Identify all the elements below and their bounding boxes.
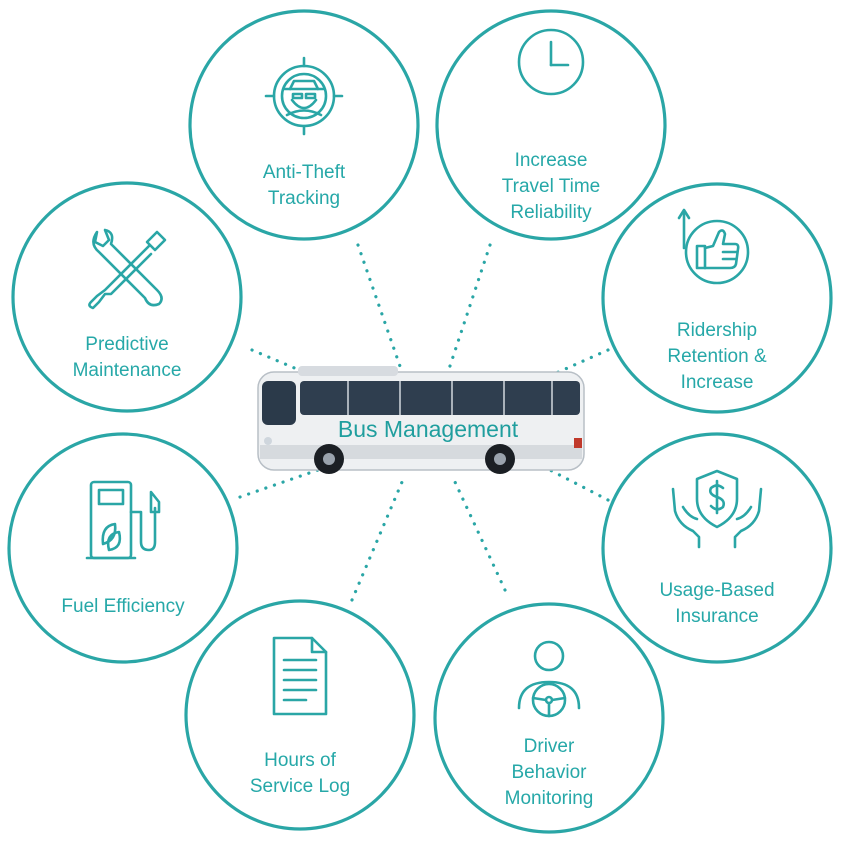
feature-hours-of-service: Hours of Service Log bbox=[184, 599, 416, 831]
feature-label-line: Reliability bbox=[510, 202, 592, 223]
feature-circle bbox=[433, 602, 665, 834]
driver-steering-wheel-icon bbox=[517, 640, 581, 718]
connector-predictive-maintenance bbox=[250, 348, 320, 380]
thumbs-up-icon bbox=[677, 208, 750, 285]
connector-insurance bbox=[548, 468, 610, 502]
feature-label: Hours of Service Log bbox=[250, 750, 350, 797]
hands-shield-dollar-icon bbox=[671, 469, 763, 549]
feature-label-line: Insurance bbox=[675, 606, 758, 627]
feature-circle bbox=[11, 181, 243, 413]
feature-label-line: Hours of bbox=[264, 750, 337, 771]
feature-label-line: Tracking bbox=[268, 188, 340, 209]
clock-icon bbox=[517, 28, 585, 96]
connectors bbox=[238, 243, 610, 602]
feature-label-line: Usage-Based bbox=[659, 580, 774, 601]
feature-circle bbox=[601, 432, 833, 664]
document-icon bbox=[272, 636, 328, 716]
feature-circle bbox=[435, 9, 667, 241]
connector-hours-of-service bbox=[350, 480, 404, 602]
feature-label-line: Travel Time bbox=[502, 176, 601, 197]
wrench-screwdriver-icon bbox=[88, 228, 167, 310]
feature-label-line: Increase bbox=[681, 372, 754, 393]
bus-image bbox=[257, 366, 585, 474]
feature-label-line: Behavior bbox=[512, 762, 588, 783]
fuel-pump-leaf-icon bbox=[85, 480, 161, 560]
feature-label-line: Fuel Efficiency bbox=[61, 596, 185, 617]
feature-circle bbox=[7, 432, 239, 664]
center-title: Bus Management bbox=[338, 416, 519, 442]
feature-label: Fuel Efficiency bbox=[61, 596, 185, 617]
feature-circle bbox=[601, 182, 833, 414]
feature-label-line: Service Log bbox=[250, 776, 350, 797]
feature-label-line: Anti-Theft bbox=[263, 162, 346, 183]
feature-label-line: Monitoring bbox=[505, 788, 594, 809]
feature-label-line: Ridership bbox=[677, 320, 757, 341]
connector-travel-time bbox=[446, 243, 492, 374]
connector-anti-theft bbox=[356, 243, 404, 374]
feature-label-line: Retention & bbox=[667, 346, 767, 367]
feature-label-line: Driver bbox=[524, 736, 575, 757]
connector-fuel-efficiency bbox=[238, 468, 320, 499]
feature-label-line: Maintenance bbox=[73, 360, 182, 381]
feature-label-line: Predictive bbox=[85, 334, 168, 355]
feature-label-line: Increase bbox=[515, 150, 588, 171]
connector-driver-behavior bbox=[453, 480, 507, 592]
feature-fuel-efficiency: Fuel Efficiency bbox=[7, 432, 239, 664]
target-spy-icon bbox=[264, 56, 344, 136]
